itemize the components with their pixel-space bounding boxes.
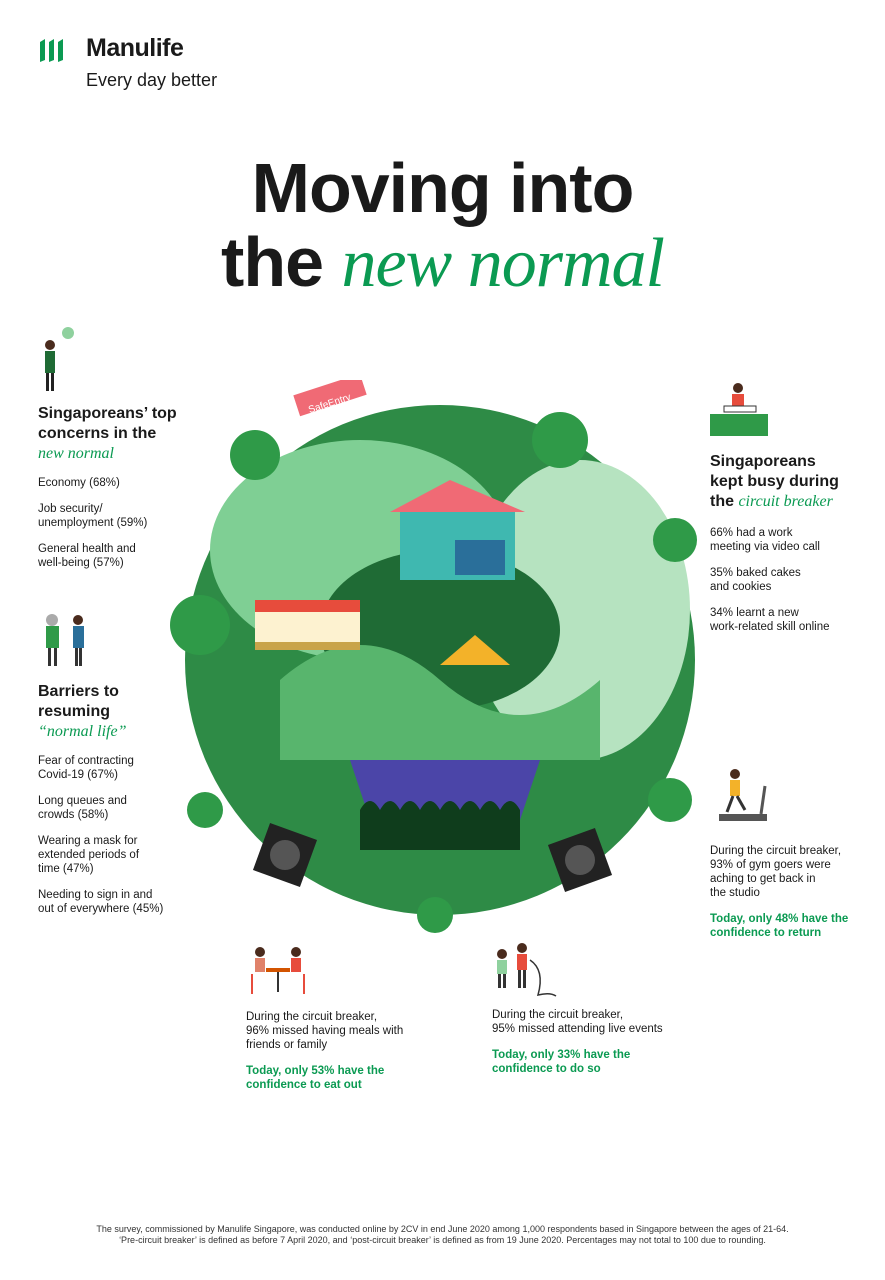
barrier-mask: Wearing a mask for extended periods of t…: [38, 834, 208, 876]
concerns-heading: Singaporeans’ top concerns in the new no…: [38, 404, 198, 464]
barrier-sign-line2: out of everywhere (45%): [38, 903, 164, 915]
globe-illustration: SafeEntry: [170, 380, 697, 933]
busy-video-line1: 66% had a work: [710, 527, 793, 539]
title-italic: new normal: [341, 225, 664, 302]
page-title-line2: the new normal: [0, 222, 885, 304]
barrier-covid-line2: Covid-19 (67%): [38, 769, 118, 781]
busy-baking-line1: 35% baked cakes: [710, 567, 801, 579]
barriers-heading: Barriers to resuming “normal life”: [38, 682, 208, 742]
busy-skill: 34% learnt a new work-related skill onli…: [710, 606, 875, 634]
concern-job-line2: unemployment (59%): [38, 517, 148, 529]
busy-video-line2: meeting via video call: [710, 541, 820, 553]
busy-heading-plain: the: [710, 493, 734, 510]
brand-tagline: Every day better: [86, 70, 218, 90]
events-line1: During the circuit breaker,: [492, 1009, 624, 1021]
events-highlight-line1: Today, only 33% have the: [492, 1049, 631, 1061]
barrier-covid: Fear of contracting Covid-19 (67%): [38, 754, 208, 782]
barrier-covid-line1: Fear of contracting: [38, 755, 134, 767]
gym-highlight: Today, only 48% have the confidence to r…: [710, 912, 880, 940]
concern-job-line1: Job security/: [38, 503, 103, 515]
dining-icon: [251, 947, 305, 994]
gym-highlight-line1: Today, only 48% have the: [710, 913, 849, 925]
busy-skill-line2: work-related skill online: [710, 621, 830, 633]
meals-line3: friends or family: [246, 1039, 328, 1051]
barriers-section: Barriers to resuming “normal life” Fear …: [38, 682, 208, 916]
meals-section: During the circuit breaker, 96% missed h…: [246, 1010, 446, 1092]
gym-line1: During the circuit breaker,: [710, 845, 842, 857]
footnote-line2: ‘Pre-circuit breaker’ is defined as befo…: [119, 1235, 766, 1245]
events-section: During the circuit breaker, 95% missed a…: [492, 1008, 692, 1076]
title-plain: the: [221, 223, 324, 301]
events-line2: 95% missed attending live events: [492, 1023, 663, 1035]
concern-economy: Economy (68%): [38, 477, 120, 489]
barrier-mask-line1: Wearing a mask for: [38, 835, 138, 847]
events-highlight-line2: confidence to do so: [492, 1063, 601, 1075]
gym-highlight-line2: confidence to return: [710, 927, 822, 939]
meals-highlight: Today, only 53% have the confidence to e…: [246, 1064, 446, 1092]
manulife-logo-icon: [40, 39, 63, 62]
footnote-line1: The survey, commissioned by Manulife Sin…: [96, 1224, 789, 1234]
concerns-section: Singaporeans’ top concerns in the new no…: [38, 404, 198, 570]
barriers-heading-line1: Barriers to: [38, 683, 119, 700]
baking-person-icon: [710, 383, 768, 436]
busy-baking: 35% baked cakes and cookies: [710, 566, 875, 594]
barrier-queues-line1: Long queues and: [38, 795, 127, 807]
concerns-heading-italic: new normal: [38, 445, 114, 462]
barriers-heading-italic: “normal life”: [38, 723, 127, 740]
barrier-sign-in: Needing to sign in and out of everywhere…: [38, 888, 208, 916]
meals-highlight-line2: confidence to eat out: [246, 1079, 362, 1091]
barrier-queues: Long queues and crowds (58%): [38, 794, 208, 822]
footnote: The survey, commissioned by Manulife Sin…: [0, 1224, 885, 1246]
meals-line1: During the circuit breaker,: [246, 1011, 378, 1023]
meals-line2: 96% missed having meals with: [246, 1025, 404, 1037]
concern-health-line1: General health and: [38, 543, 136, 555]
busy-section: Singaporeans kept busy during the circui…: [710, 452, 875, 634]
brand-name: Manulife: [86, 34, 184, 62]
busy-heading-line1: Singaporeans: [710, 453, 816, 470]
gym-line2: 93% of gym goers were: [710, 859, 831, 871]
barrier-mask-line3: time (47%): [38, 863, 94, 875]
concern-health: General health and well-being (57%): [38, 542, 198, 570]
concern-health-line2: well-being (57%): [38, 557, 124, 569]
events-highlight: Today, only 33% have the confidence to d…: [492, 1048, 692, 1076]
barriers-heading-line2: resuming: [38, 703, 111, 720]
live-event-icon: [497, 943, 557, 997]
busy-heading-italic: circuit breaker: [738, 493, 833, 510]
elderly-couple-icon: [46, 614, 84, 666]
busy-baking-line2: and cookies: [710, 581, 772, 593]
concern-job-security: Job security/ unemployment (59%): [38, 502, 198, 530]
busy-heading: Singaporeans kept busy during the circui…: [710, 452, 875, 512]
busy-video-call: 66% had a work meeting via video call: [710, 526, 875, 554]
gym-section: During the circuit breaker, 93% of gym g…: [710, 844, 880, 940]
treadmill-runner-icon: [719, 769, 767, 821]
meals-highlight-line1: Today, only 53% have the: [246, 1065, 385, 1077]
barrier-mask-line2: extended periods of: [38, 849, 140, 861]
gym-line3: aching to get back in: [710, 873, 816, 885]
barrier-sign-line1: Needing to sign in and: [38, 889, 153, 901]
busy-skill-line1: 34% learnt a new: [710, 607, 799, 619]
page-title-line1: Moving into: [251, 149, 635, 227]
worried-person-icon: [45, 327, 74, 391]
concerns-heading-line1: Singaporeans’ top: [38, 405, 177, 422]
gym-line4: the studio: [710, 887, 760, 899]
barrier-queues-line2: crowds (58%): [38, 809, 109, 821]
concerns-heading-line2: concerns in the: [38, 425, 157, 442]
busy-heading-line2: kept busy during: [710, 473, 839, 490]
